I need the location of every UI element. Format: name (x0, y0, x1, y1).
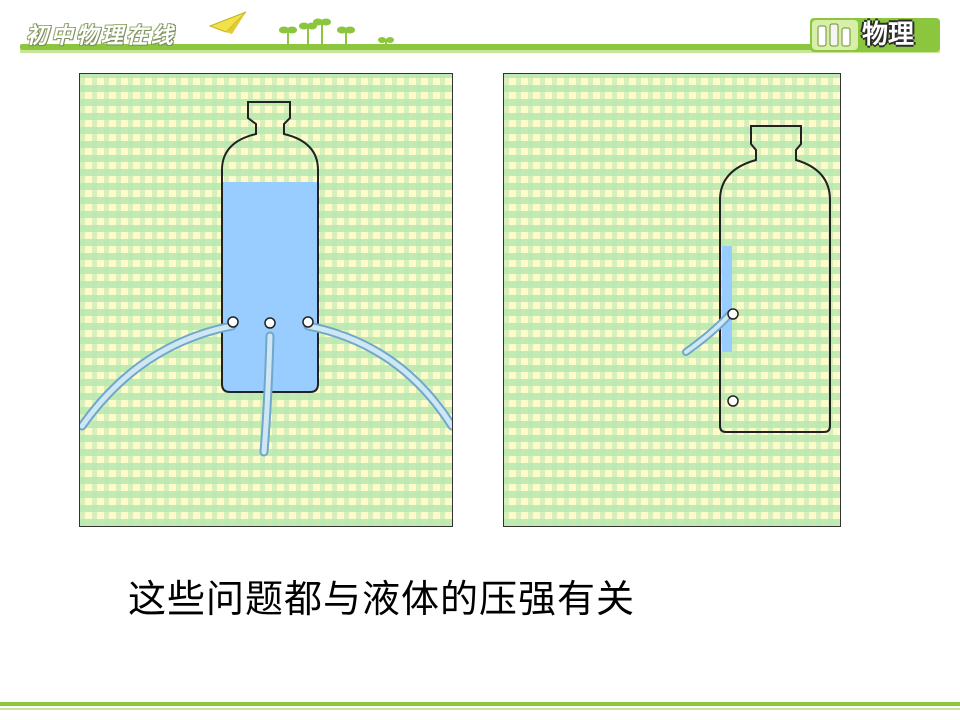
hole-upper-icon (727, 308, 739, 320)
figure-right-panel (503, 73, 841, 527)
hole-left-icon (227, 316, 239, 328)
footer-bar (0, 702, 960, 710)
site-title: 初中物理在线 (26, 23, 177, 49)
hole-middle-icon (264, 317, 276, 329)
lab-bottles-icon (817, 23, 851, 47)
subject-badge: 物理 (862, 20, 915, 50)
hole-right-icon (302, 316, 314, 328)
slide-caption: 这些问题都与液体的压强有关 (128, 577, 636, 621)
hole-lower-icon (727, 395, 739, 407)
header-decoration (20, 11, 940, 53)
slide-header: 初中物理在线 物理 (0, 0, 960, 70)
bottle-two-holes-icon (682, 125, 831, 433)
figure-left-panel (79, 73, 453, 527)
bottle-three-holes-icon (80, 101, 452, 457)
